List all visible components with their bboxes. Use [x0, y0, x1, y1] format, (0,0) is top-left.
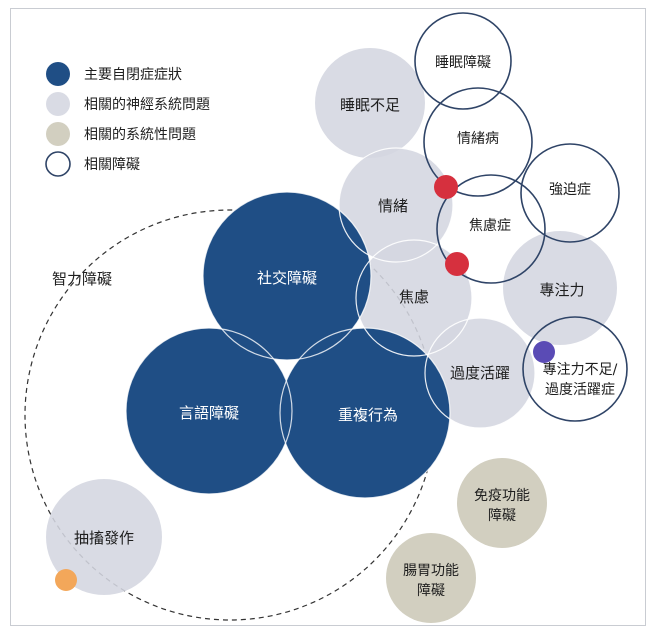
social-circle — [203, 192, 371, 360]
legend-disorder-label: 相關障礙 — [84, 157, 140, 173]
diagram-frame — [10, 8, 646, 626]
legend-neuro-label: 相關的神經系統問題 — [84, 97, 210, 113]
label-insomnia: 睡眠不足 — [340, 96, 400, 114]
label-immune-line2: 障礙 — [488, 508, 516, 524]
insomnia-circle — [315, 48, 425, 158]
anxiety-circle-edge — [355, 239, 473, 357]
label-mood-disorder: 情緒病 — [457, 131, 499, 147]
repetitive-circle-edge — [279, 327, 451, 499]
label-seizure: 抽搐發作 — [74, 529, 134, 547]
hyperactivity-circle — [425, 318, 535, 428]
label-hyperactivity: 過度活躍 — [450, 364, 510, 382]
emotion-circle — [339, 148, 453, 262]
attention-circle — [503, 231, 617, 345]
language-circle-edge — [125, 327, 293, 495]
anxiety-circle — [356, 240, 472, 356]
immune-circle — [457, 458, 547, 548]
sleep-disorder-circle — [414, 12, 512, 110]
seizure-circle — [46, 479, 162, 595]
label-adhd-line2: 過度活躍症 — [545, 382, 615, 398]
anxiety-disorder-circle — [436, 174, 546, 284]
purple-dot-adhd — [533, 341, 555, 363]
emotion-circle-edge — [338, 147, 454, 263]
legend-disorder-swatch — [45, 151, 71, 177]
legend-systemic-label: 相關的系統性問題 — [84, 127, 196, 143]
label-ocd: 強迫症 — [549, 182, 591, 198]
hyperactivity-circle-edge — [424, 317, 536, 429]
label-immune-line1: 免疫功能 — [474, 488, 530, 504]
label-gut-line2: 障礙 — [417, 583, 445, 599]
red-dot-anxiety — [445, 252, 469, 276]
legend: 主要自閉症症狀 相關的神經系統問題 相關的系統性問題 相關障礙 — [45, 62, 210, 177]
legend-neuro-swatch — [46, 92, 70, 116]
label-social: 社交障礙 — [257, 269, 317, 287]
language-circle — [126, 328, 292, 494]
ocd-circle — [520, 143, 620, 243]
label-anxiety: 焦慮 — [399, 288, 429, 306]
social-circle-edge — [202, 191, 372, 361]
label-gut-line1: 腸胃功能 — [403, 563, 459, 579]
red-dot-emotion — [434, 175, 458, 199]
label-repetitive: 重複行為 — [338, 406, 398, 424]
repetitive-circle — [280, 328, 450, 498]
legend-core-label: 主要自閉症症狀 — [84, 67, 182, 83]
label-adhd-line1: 專注力不足/ — [543, 362, 618, 378]
legend-systemic-swatch — [46, 122, 70, 146]
adhd-circle — [522, 316, 628, 422]
label-anxiety-disorder: 焦慮症 — [469, 218, 511, 234]
label-attention: 專注力 — [539, 281, 584, 299]
legend-core-swatch — [46, 62, 70, 86]
label-sleep-disorder: 睡眠障礙 — [435, 55, 491, 71]
label-intellectual: 智力障礙 — [52, 270, 112, 288]
label-language: 言語障礙 — [179, 404, 239, 422]
mood-disorder-circle — [423, 87, 533, 197]
gut-circle — [386, 533, 476, 623]
label-emotion: 情緒 — [378, 197, 408, 215]
orange-dot-seizure — [55, 569, 77, 591]
